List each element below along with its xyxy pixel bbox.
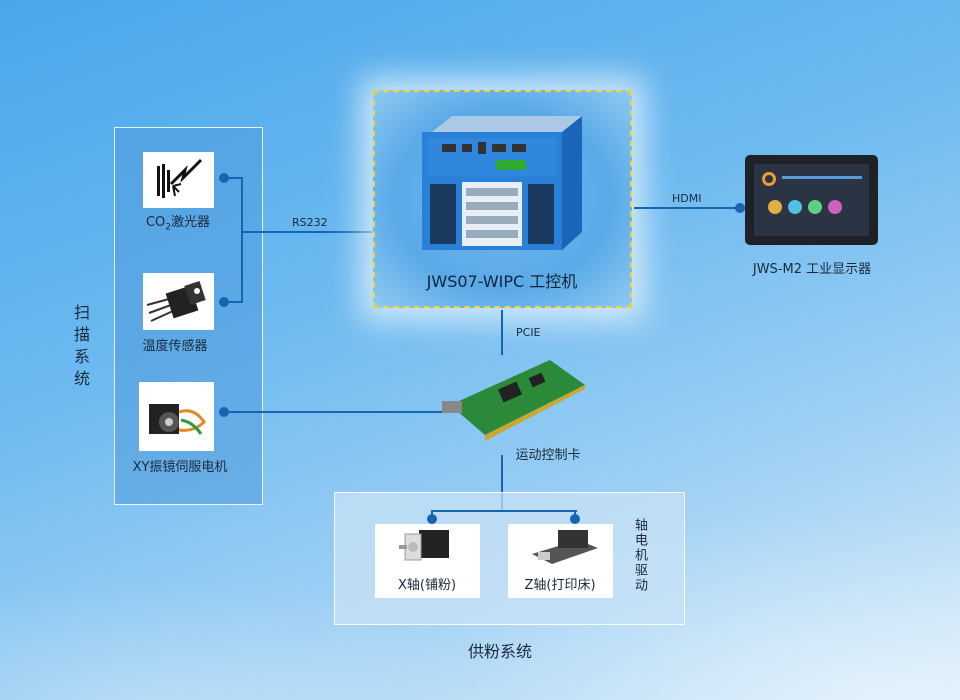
laser-icon (143, 152, 214, 208)
connector-line (224, 301, 243, 303)
motion-control-card-icon (440, 355, 590, 445)
rs232-line (241, 231, 373, 233)
z-axis-label: Z轴(打印床) (524, 578, 596, 593)
gauge-icon (762, 172, 776, 186)
supply-system-title: 供粉系统 (467, 642, 533, 661)
hdmi-label: HDMI (672, 192, 702, 205)
chart-line-icon (782, 176, 862, 179)
axis-motor-drive-label: 轴电机驱动 (632, 518, 647, 593)
x-axis-motor-tile: X轴(铺粉) (375, 524, 480, 598)
gauge-icon (768, 200, 782, 214)
scan-system-title: 扫描系统 (71, 304, 90, 392)
industrial-pc-icon (422, 112, 582, 252)
display-label: JWS-M2 工业显示器 (752, 262, 872, 277)
pcie-line (501, 310, 503, 355)
gauge-icon (828, 200, 842, 214)
connector-line (224, 177, 243, 179)
xy-servo-motor-label: XY振镜伺服电机 (132, 460, 228, 475)
display-screen (754, 164, 869, 236)
connector-dot (427, 514, 437, 524)
temperature-sensor-label: 温度传感器 (142, 339, 208, 354)
z-axis-motor-tile: Z轴(打印床) (508, 524, 613, 598)
rs232-label: RS232 (292, 216, 328, 229)
servo-line (224, 411, 446, 413)
co2-laser-label: CO2激光器 (145, 215, 211, 233)
x-axis-label: X轴(铺粉) (397, 578, 457, 593)
connector-line (432, 510, 577, 512)
connector-line (501, 455, 503, 512)
connector-dot (735, 203, 745, 213)
linear-stage-icon (532, 530, 598, 564)
hdmi-line (634, 207, 740, 209)
ipc-label: JWS07-WIPC 工控机 (426, 272, 578, 291)
connector-line (241, 177, 243, 303)
gauge-icon (788, 200, 802, 214)
sensor-icon (143, 273, 214, 330)
connector-dot (570, 514, 580, 524)
servo-motor-icon (139, 382, 214, 451)
gauge-icon (808, 200, 822, 214)
motion-card-label: 运动控制卡 (515, 448, 581, 463)
pcie-label: PCIE (516, 326, 541, 339)
stepper-motor-icon (399, 530, 449, 561)
industrial-display-icon (745, 155, 878, 245)
